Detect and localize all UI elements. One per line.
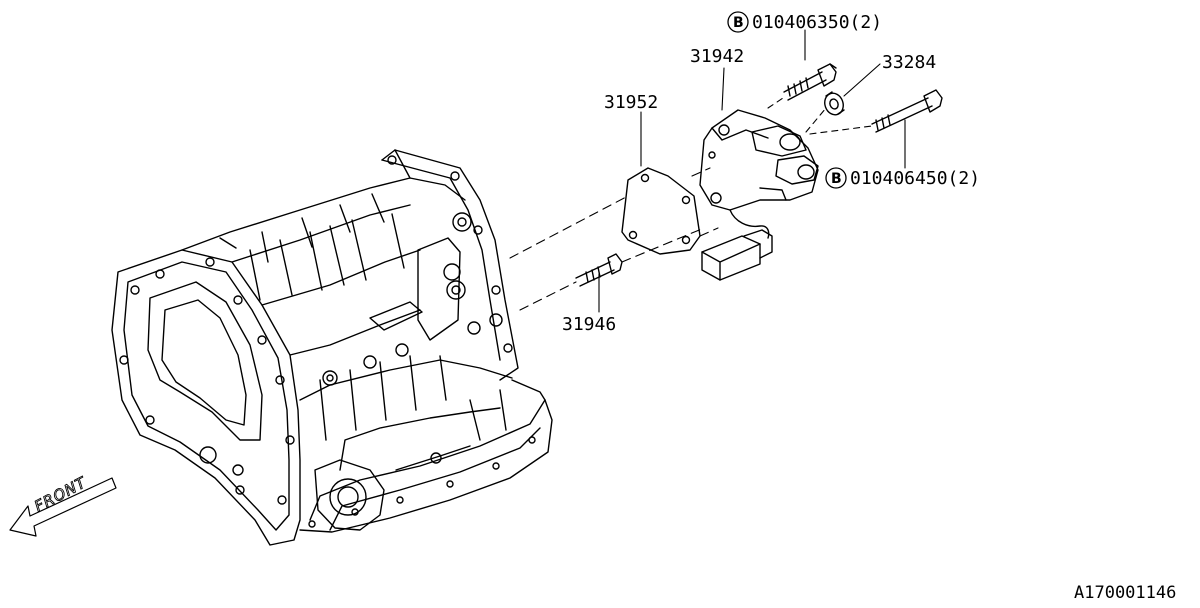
bracket-part-number: 31942 — [690, 46, 744, 67]
callout-upper-bolt: B 010406350(2) — [727, 11, 882, 33]
b-circle-icon — [825, 167, 847, 189]
bolt-lower-part-number: 010406450(2) — [850, 168, 980, 189]
transmission-housing — [111, 149, 553, 546]
bolt-lower — [871, 89, 943, 133]
bolt-upper — [783, 63, 837, 101]
bolt-lower-prefix: B — [831, 171, 842, 187]
bolt-upper-prefix: B — [733, 15, 744, 31]
b-circle-icon — [727, 11, 749, 33]
figure-id: A170001146 — [1074, 583, 1176, 603]
stud-bolt — [575, 253, 623, 287]
front-arrow — [9, 477, 117, 537]
gasket-part-number: 31952 — [604, 92, 658, 113]
seal-ring — [824, 91, 845, 116]
callout-lower-bolt: B 010406450(2) — [825, 167, 980, 189]
solenoid-bracket — [699, 109, 819, 281]
gasket-plate — [621, 167, 701, 255]
seal-part-number: 33284 — [882, 52, 936, 73]
leader-lines — [509, 29, 906, 313]
bolt-upper-part-number: 010406350(2) — [752, 12, 882, 33]
stud-part-number: 31946 — [562, 314, 616, 335]
front-label: FRONT — [31, 473, 90, 516]
